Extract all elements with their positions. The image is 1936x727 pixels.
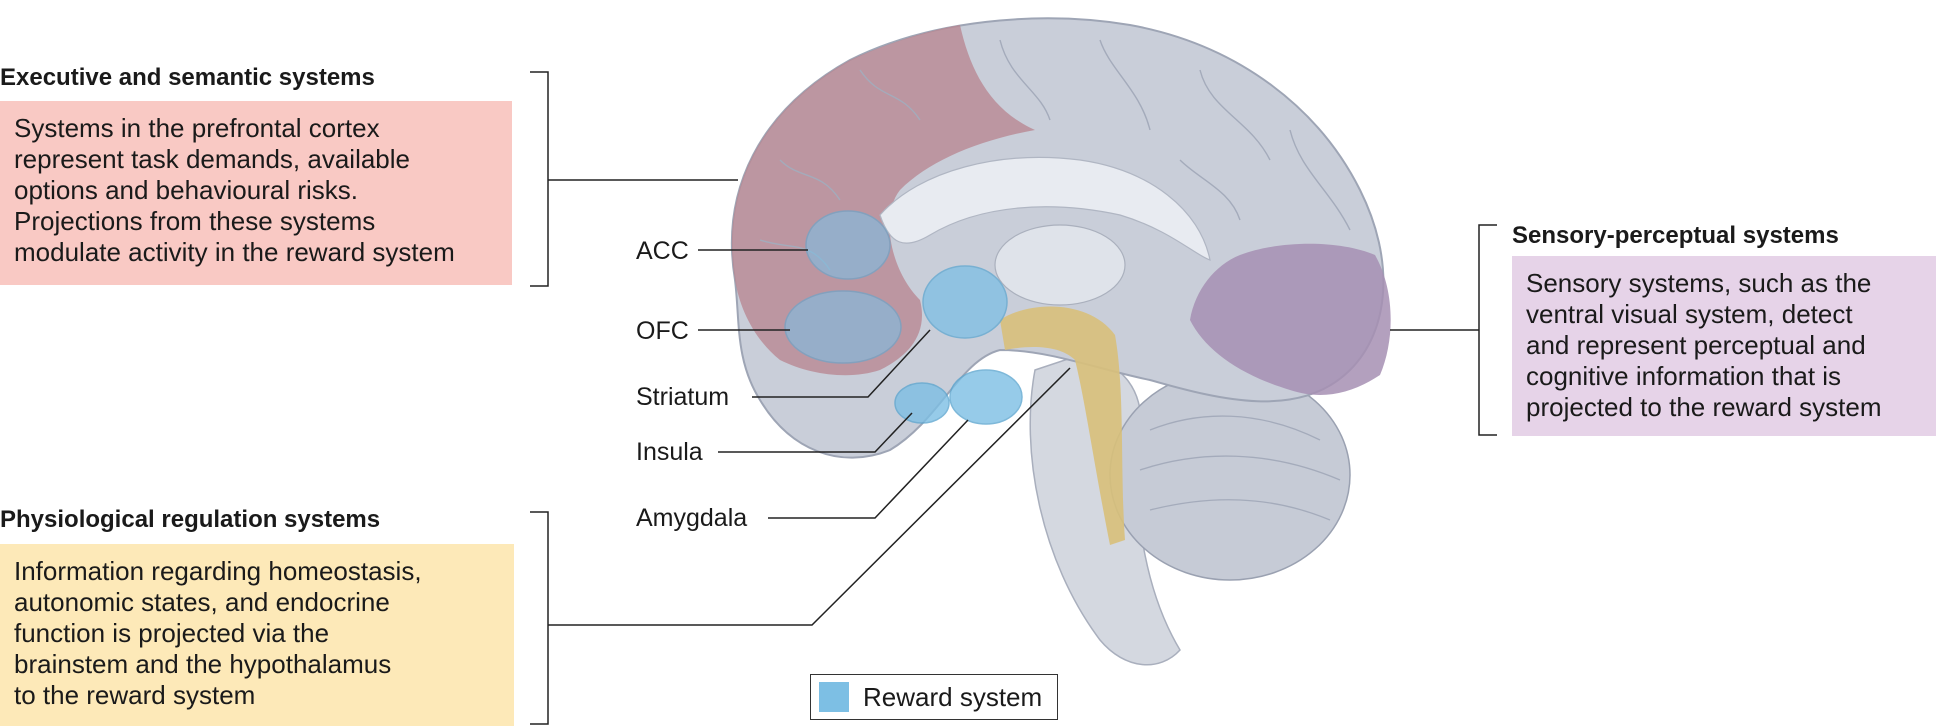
sensory-heading: Sensory-perceptual systems bbox=[1512, 222, 1839, 249]
physiological-line: function is projected via the bbox=[14, 618, 330, 648]
reward-node-amygdala[interactable] bbox=[949, 369, 1023, 425]
label-ofc: OFC bbox=[636, 317, 689, 345]
executive-line: modulate activity in the reward system bbox=[14, 237, 455, 267]
sensory-box: Sensory systems, such as the ventral vis… bbox=[1512, 256, 1936, 436]
legend: Reward system bbox=[810, 674, 1058, 720]
physiological-line: autonomic states, and endocrine bbox=[14, 587, 390, 617]
executive-heading: Executive and semantic systems bbox=[0, 64, 375, 91]
reward-node-striatum[interactable] bbox=[922, 265, 1008, 339]
label-insula: Insula bbox=[636, 438, 703, 466]
thalamus bbox=[994, 224, 1126, 306]
executive-line: represent task demands, available bbox=[14, 144, 411, 174]
sensory-line: Sensory systems, such as the bbox=[1526, 268, 1872, 298]
physiological-line: Information regarding homeostasis, bbox=[14, 556, 422, 586]
reward-node-acc[interactable] bbox=[805, 210, 891, 280]
label-amygdala: Amygdala bbox=[636, 504, 748, 532]
label-striatum: Striatum bbox=[636, 383, 730, 411]
sensory-line: cognitive information that is bbox=[1526, 361, 1842, 391]
cerebellum-folia bbox=[1139, 415, 1341, 521]
executive-box: Systems in the prefrontal cortex represe… bbox=[0, 101, 512, 285]
physiological-heading: Physiological regulation systems bbox=[0, 506, 381, 533]
sensory-line: and represent perceptual and bbox=[1526, 330, 1866, 360]
panel-brackets bbox=[530, 71, 1497, 725]
reward-node-insula[interactable] bbox=[894, 382, 950, 424]
physiological-line: to the reward system bbox=[14, 680, 256, 710]
sensory-line: projected to the reward system bbox=[1526, 392, 1882, 422]
executive-line: options and behavioural risks. bbox=[14, 175, 358, 205]
reward-node-ofc[interactable] bbox=[784, 290, 902, 364]
label-leaders bbox=[698, 249, 969, 519]
legend-swatch bbox=[819, 682, 849, 712]
physiological-line: brainstem and the hypothalamus bbox=[14, 649, 392, 679]
legend-label: Reward system bbox=[863, 682, 1043, 712]
label-acc: ACC bbox=[636, 237, 689, 265]
gyri-lines bbox=[759, 39, 1351, 271]
physiological-box: Information regarding homeostasis, auton… bbox=[0, 544, 514, 726]
occipital-cortex bbox=[1190, 243, 1391, 395]
executive-line: Systems in the prefrontal cortex bbox=[14, 113, 380, 143]
brainstem-tract bbox=[1000, 306, 1125, 545]
executive-line: Projections from these systems bbox=[14, 206, 376, 236]
corpus-callosum bbox=[879, 156, 1211, 261]
prefrontal-cortex bbox=[731, 25, 1035, 376]
sensory-line: ventral visual system, detect bbox=[1526, 299, 1853, 329]
